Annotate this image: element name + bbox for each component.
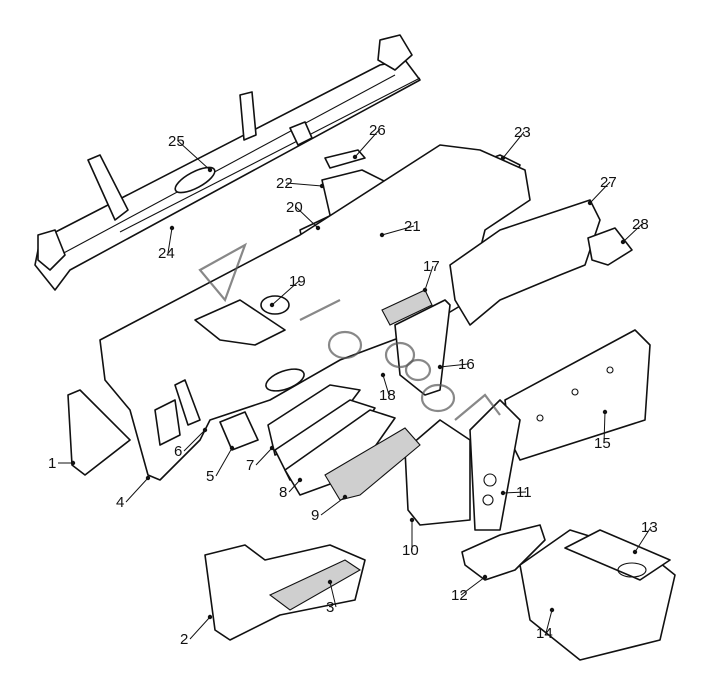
leader-line-2 [189,616,211,640]
left-side-trim [67,389,131,476]
callout-number-6: 6 [174,443,182,460]
left-vent [174,379,259,451]
callout-number-23: 23 [514,124,531,141]
leader-dot-8 [297,477,303,483]
leader-dot-20 [315,225,321,231]
leader-line-12 [460,576,486,596]
callout-number-18: 18 [379,387,396,404]
callout-number-2: 2 [180,631,188,648]
leader-dot-26 [352,154,358,160]
leader-dot-19 [269,302,275,308]
console-bracket [394,299,451,396]
callout-number-20: 20 [286,199,303,216]
leader-line-27 [589,181,611,204]
callout-number-27: 27 [600,174,617,191]
vent-stack [267,384,421,501]
leader-line-4 [125,477,149,503]
leader-dot-10 [409,517,415,523]
center-console [519,529,676,661]
callout-number-15: 15 [594,435,611,452]
callout-number-21: 21 [404,218,421,235]
leader-line-26 [354,129,380,158]
leader-line-17 [424,265,434,291]
callout-number-7: 7 [246,457,254,474]
leader-line-9 [320,496,346,516]
leader-dot-21 [379,232,385,238]
leader-line-7 [255,447,273,466]
callout-number-12: 12 [451,587,468,604]
center-grille [381,289,433,326]
callout-number-25: 25 [168,133,185,150]
leader-dot-11 [500,490,506,496]
callout-number-17: 17 [423,258,440,275]
leader-dot-3 [327,579,333,585]
leader-dot-4 [145,475,151,481]
leader-line-6 [183,429,206,452]
callout-number-3: 3 [326,599,334,616]
callout-number-24: 24 [158,245,175,262]
callout-number-4: 4 [116,494,124,511]
right-knee-panel [504,329,651,461]
leader-dot-12 [482,574,488,580]
callout-number-5: 5 [206,468,214,485]
leader-line-23 [502,131,525,159]
leader-dot-22 [319,183,325,189]
leader-dot-9 [342,494,348,500]
leader-line-25 [177,140,211,171]
leader-line-3 [329,581,337,608]
leader-line-19 [271,280,300,306]
callout-number-9: 9 [311,507,319,524]
callout-number-28: 28 [632,216,649,233]
leader-line-5 [215,447,233,477]
leader-dot-14 [549,607,555,613]
right-side-vent [587,227,633,266]
leader-line-11 [502,491,527,494]
leader-line-28 [622,223,643,243]
callout-number-8: 8 [279,484,287,501]
leader-dot-13 [632,549,638,555]
leader-dot-18 [380,372,386,378]
leader-dot-15 [602,409,608,415]
leader-dot-24 [169,225,175,231]
callout-number-13: 13 [641,519,658,536]
leader-dot-5 [229,445,235,451]
callout-number-19: 19 [289,273,306,290]
console-mount-bracket [461,524,546,581]
callout-labels: 1234567891011121314151617181920212223242… [48,122,658,648]
leader-line-13 [634,526,652,553]
leader-dot-27 [587,200,593,206]
leader-dot-23 [500,155,506,161]
leader-dot-2 [207,614,213,620]
leader-line-8 [288,479,301,493]
right-dash-cover [449,199,601,326]
center-support-bracket [404,399,521,531]
leader-dot-7 [269,445,275,451]
leader-line-14 [545,609,553,634]
leader-line-24 [167,227,173,254]
callout-number-1: 1 [48,455,56,472]
callout-number-22: 22 [276,175,293,192]
cross-member-beam [34,34,421,291]
leader-dot-16 [437,364,443,370]
callout-number-14: 14 [536,625,553,642]
leader-line-15 [603,411,606,444]
watermark [198,242,501,421]
leader-line-22 [285,182,323,187]
leader-dot-1 [70,460,76,466]
leader-line-16 [439,363,469,368]
callout-number-16: 16 [458,356,475,373]
callout-number-10: 10 [402,542,419,559]
leader-line-18 [382,374,390,396]
glove-box-lid [204,544,366,641]
leader-line-21 [381,225,415,236]
leader-dot-6 [202,427,208,433]
leader-dot-25 [207,167,213,173]
callout-number-11: 11 [516,484,532,501]
leader-line-20 [295,206,319,229]
leader-dot-17 [422,287,428,293]
leader-dot-28 [620,239,626,245]
callout-number-26: 26 [369,122,386,139]
